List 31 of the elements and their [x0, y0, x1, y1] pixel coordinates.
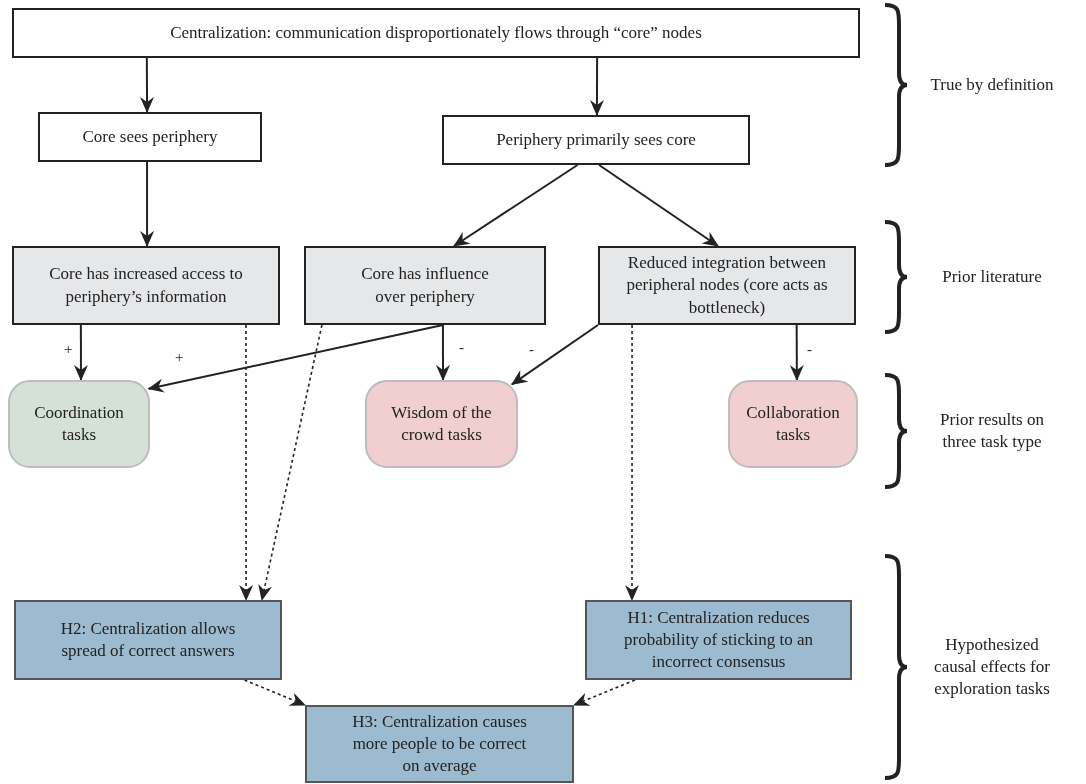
dashed-arrow [239, 324, 254, 601]
task-box: Wisdom of the crowd tasks [365, 380, 518, 468]
section-label: Prior results on three task type [939, 408, 1045, 453]
task-box: Collaboration tasks [728, 380, 858, 468]
arrow [147, 324, 444, 393]
arrow [598, 164, 719, 247]
section-label: True by definition [929, 73, 1055, 96]
hypothesis-box: H1: Centralization reduces probability of sticking to an incorrect consensus [585, 600, 852, 680]
arrow [590, 57, 604, 116]
dashed-arrow [625, 324, 639, 601]
process-box: Core has influence over periphery [304, 246, 546, 325]
process-box: Reduced integration between peripheral nodes (core acts as bottleneck) [598, 246, 856, 325]
process-box: Periphery primarily sees core [442, 115, 750, 165]
hypothesis-box: H3: Centralization causes more people to be correct on average [305, 705, 574, 783]
process-box: Centralization: communication disproportionately flows through “core” nodes [12, 8, 860, 58]
arrow [453, 164, 579, 247]
process-box: Core sees periphery [38, 112, 262, 162]
task-box: Coordination tasks [8, 380, 150, 468]
section-label: Prior literature [941, 265, 1043, 288]
arrow [140, 57, 154, 113]
arrow [789, 324, 804, 381]
arrow [73, 324, 88, 381]
dashed-arrow [573, 679, 636, 706]
arrow [510, 324, 599, 386]
process-box: Core has increased access to periphery’s information [12, 246, 280, 325]
dashed-arrow [258, 324, 323, 601]
hypothesis-box: H2: Centralization allows spread of correct answers [14, 600, 282, 680]
arrow [436, 324, 450, 381]
section-label: Hypothesized causal effects for exploration tasks [933, 633, 1051, 701]
dashed-arrow [243, 679, 306, 706]
arrow [140, 161, 155, 247]
